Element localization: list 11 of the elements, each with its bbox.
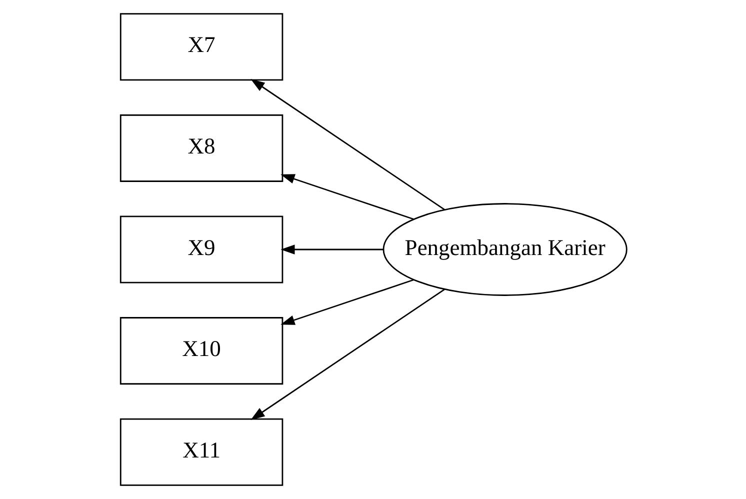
arrow xyxy=(280,244,384,254)
arrow xyxy=(250,79,444,210)
node-box: X9 xyxy=(119,216,283,284)
node-box: X7 xyxy=(119,13,283,81)
arrow xyxy=(280,174,414,220)
arrow xyxy=(280,279,414,325)
node-box: X10 xyxy=(119,317,283,385)
node-box: X11 xyxy=(119,418,283,486)
node-ellipse: Pengembangan Karier xyxy=(382,203,627,296)
arrow xyxy=(250,288,444,420)
node-box: X8 xyxy=(119,114,283,182)
